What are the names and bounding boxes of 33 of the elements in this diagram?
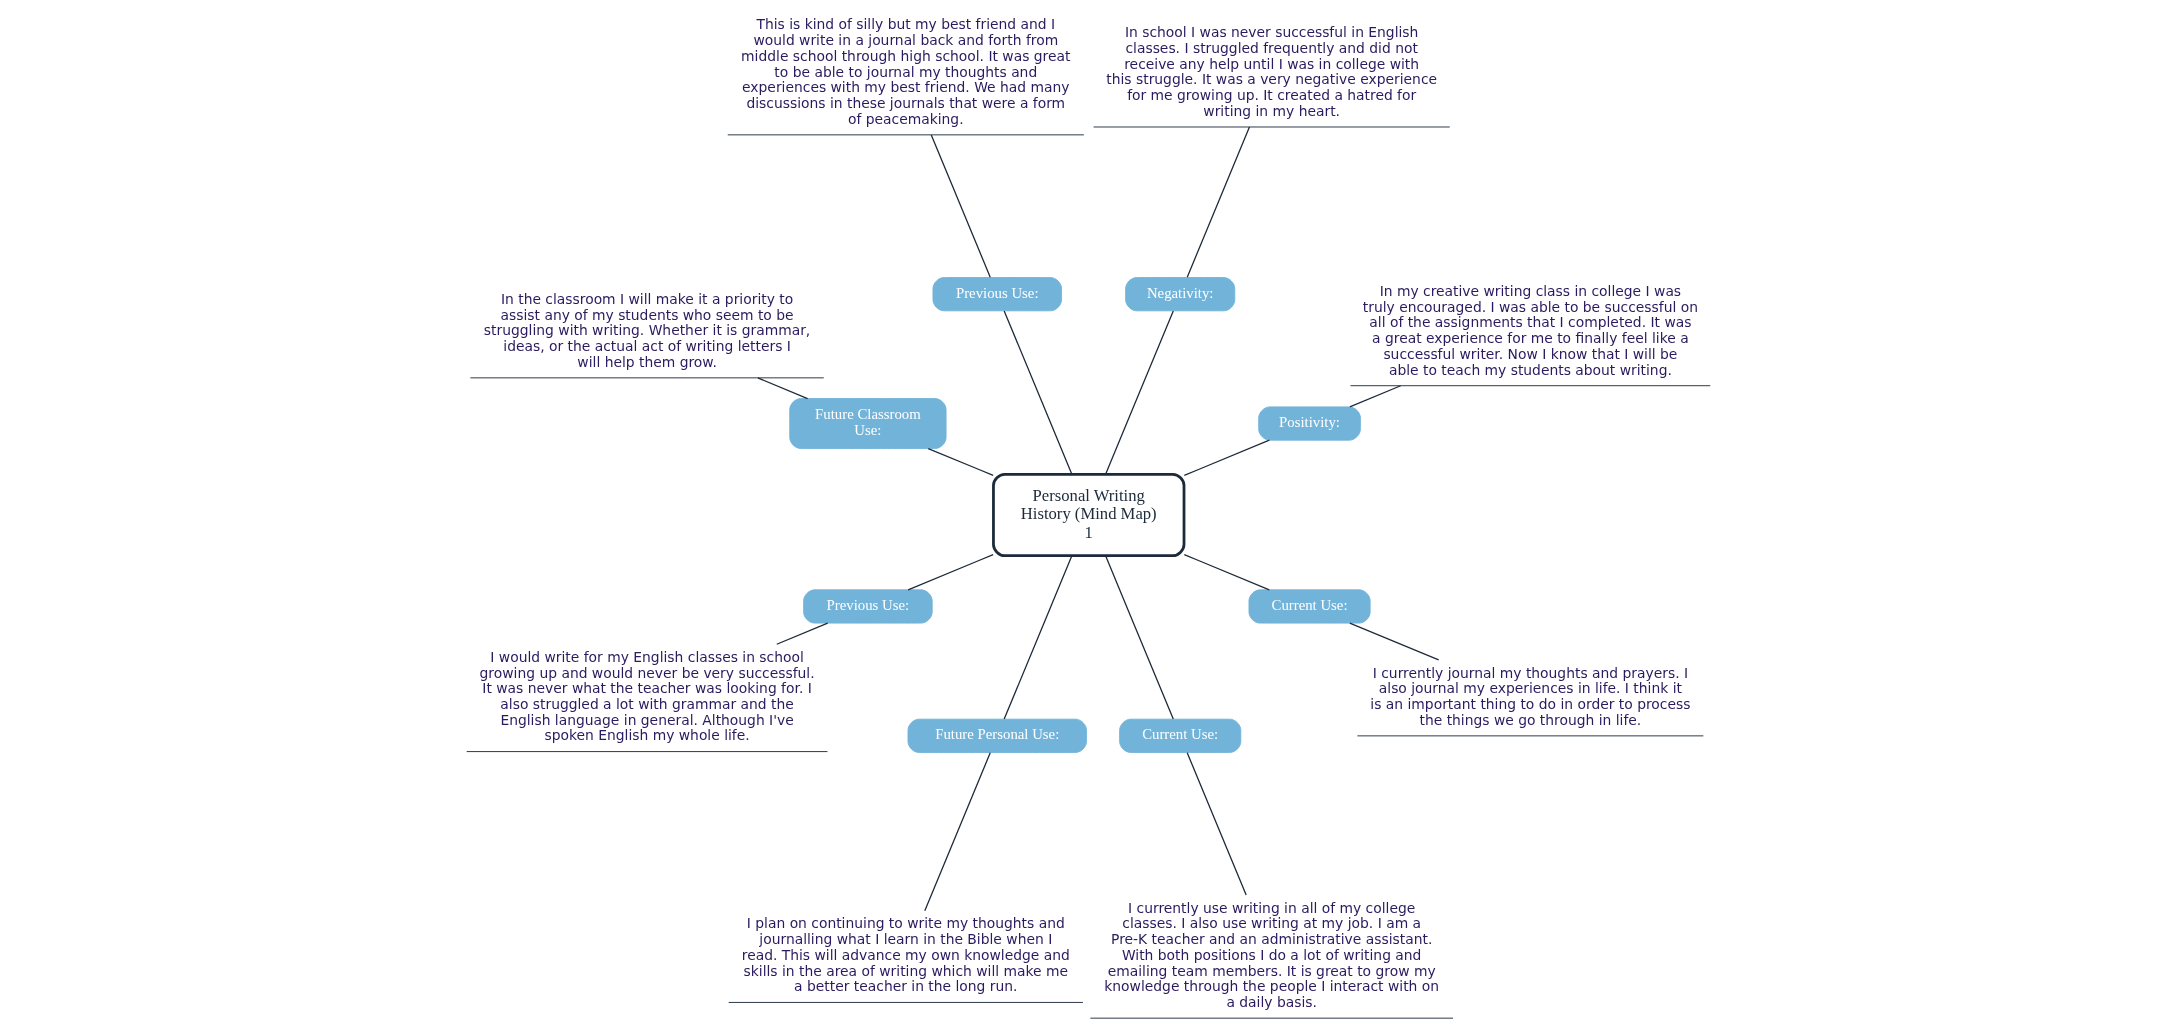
node-box: Future Classroom Use: bbox=[788, 398, 947, 449]
connector bbox=[930, 134, 991, 278]
connector bbox=[1348, 385, 1401, 408]
node-text: In my creative writing class in college I was truly encouraged. I was able to be successful on all of the assignments that I completed. It was a great experience for me to finally feel like a successful writer. Now I know that I will be able to teach my students about writing. bbox=[1362, 282, 1698, 378]
node-text: I currently use writing in all of my college classes. I also use writing at my job. I am a Pre-K teacher and an administrative assistant. With both positions I do a lot of writing and emailing team members. It is great to grow my knowledge through the people I interact with on a daily basis. bbox=[1103, 899, 1439, 1011]
node-text: I currently journal my thoughts and prayers. I also journal my experiences in life. I think it is an important thing to do in order to process the things we go through in life. bbox=[1369, 664, 1690, 728]
connector bbox=[1104, 310, 1174, 475]
connector bbox=[927, 447, 994, 477]
connector bbox=[1183, 439, 1270, 477]
node-text: I would write for my English classes in school growing up and would never be very successful. It was never what the teacher was looking for. I also struggled a lot with grammar and the English language in general. Although I've spoken English my whole life. bbox=[479, 648, 815, 744]
connector bbox=[1003, 555, 1072, 720]
node-box: Negativity: bbox=[1124, 277, 1235, 312]
connector bbox=[1183, 553, 1270, 591]
connector bbox=[907, 553, 994, 591]
connector bbox=[1003, 310, 1072, 475]
node-box: Positivity: bbox=[1257, 406, 1361, 441]
connector bbox=[1348, 622, 1439, 661]
connector bbox=[923, 752, 991, 912]
node-text: In the classroom I will make it a priority to assist any of my students who seem to be struggling with writing. Whether it is grammar, ideas, or the actual act of writing letters I will help them grow. bbox=[483, 290, 810, 370]
node-text: This is kind of silly but my best friend and I would write in a journal back and forth from middle school through high school. It was great to be able to journal my thoughts and experiences with my best friend. We had many discussions in these journals that were a form of peacemaking. bbox=[740, 16, 1070, 127]
node-box: Current Use: bbox=[1248, 589, 1371, 624]
node-box: Previous Use: bbox=[802, 589, 933, 624]
connector bbox=[756, 377, 808, 400]
node-box: Current Use: bbox=[1118, 718, 1241, 753]
node-box: Future Personal Use: bbox=[907, 718, 1087, 753]
connector bbox=[775, 622, 828, 645]
node-text: I plan on continuing to write my thoughts and journalling what I learn in the Bible when I read. This will advance my own knowledge and skills in the area of writing which will make me a better teacher in the long run. bbox=[741, 915, 1070, 995]
node-box: Personal Writing History (Mind Map) 1 bbox=[991, 472, 1185, 558]
node-box: Previous Use: bbox=[932, 277, 1062, 312]
connector bbox=[1104, 555, 1174, 720]
node-text: In school I was never successful in English classes. I struggled frequently and did not receive any help until I was in college with this struggle. It was a very negative experience for me growing up. It created a hatred for writing in my heart. bbox=[1105, 24, 1437, 119]
connector bbox=[1186, 126, 1250, 278]
connector bbox=[1186, 752, 1247, 896]
